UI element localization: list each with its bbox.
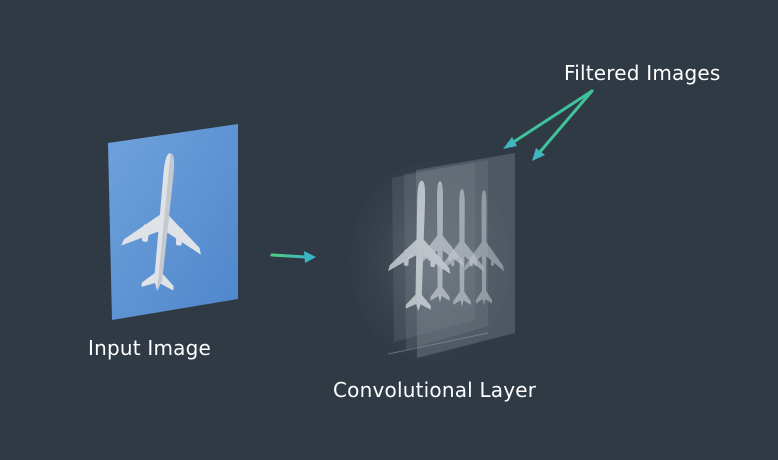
filtered-images-label: Filtered Images	[564, 61, 721, 85]
input-image	[108, 124, 238, 320]
input-image-label: Input Image	[88, 336, 211, 360]
flow-arrow	[270, 251, 316, 263]
convolutional-layer-label: Convolutional Layer	[333, 378, 537, 402]
convolutional-layer	[350, 153, 515, 362]
airplane-icon	[117, 148, 211, 296]
filtered-pointer-arrows	[503, 89, 594, 161]
